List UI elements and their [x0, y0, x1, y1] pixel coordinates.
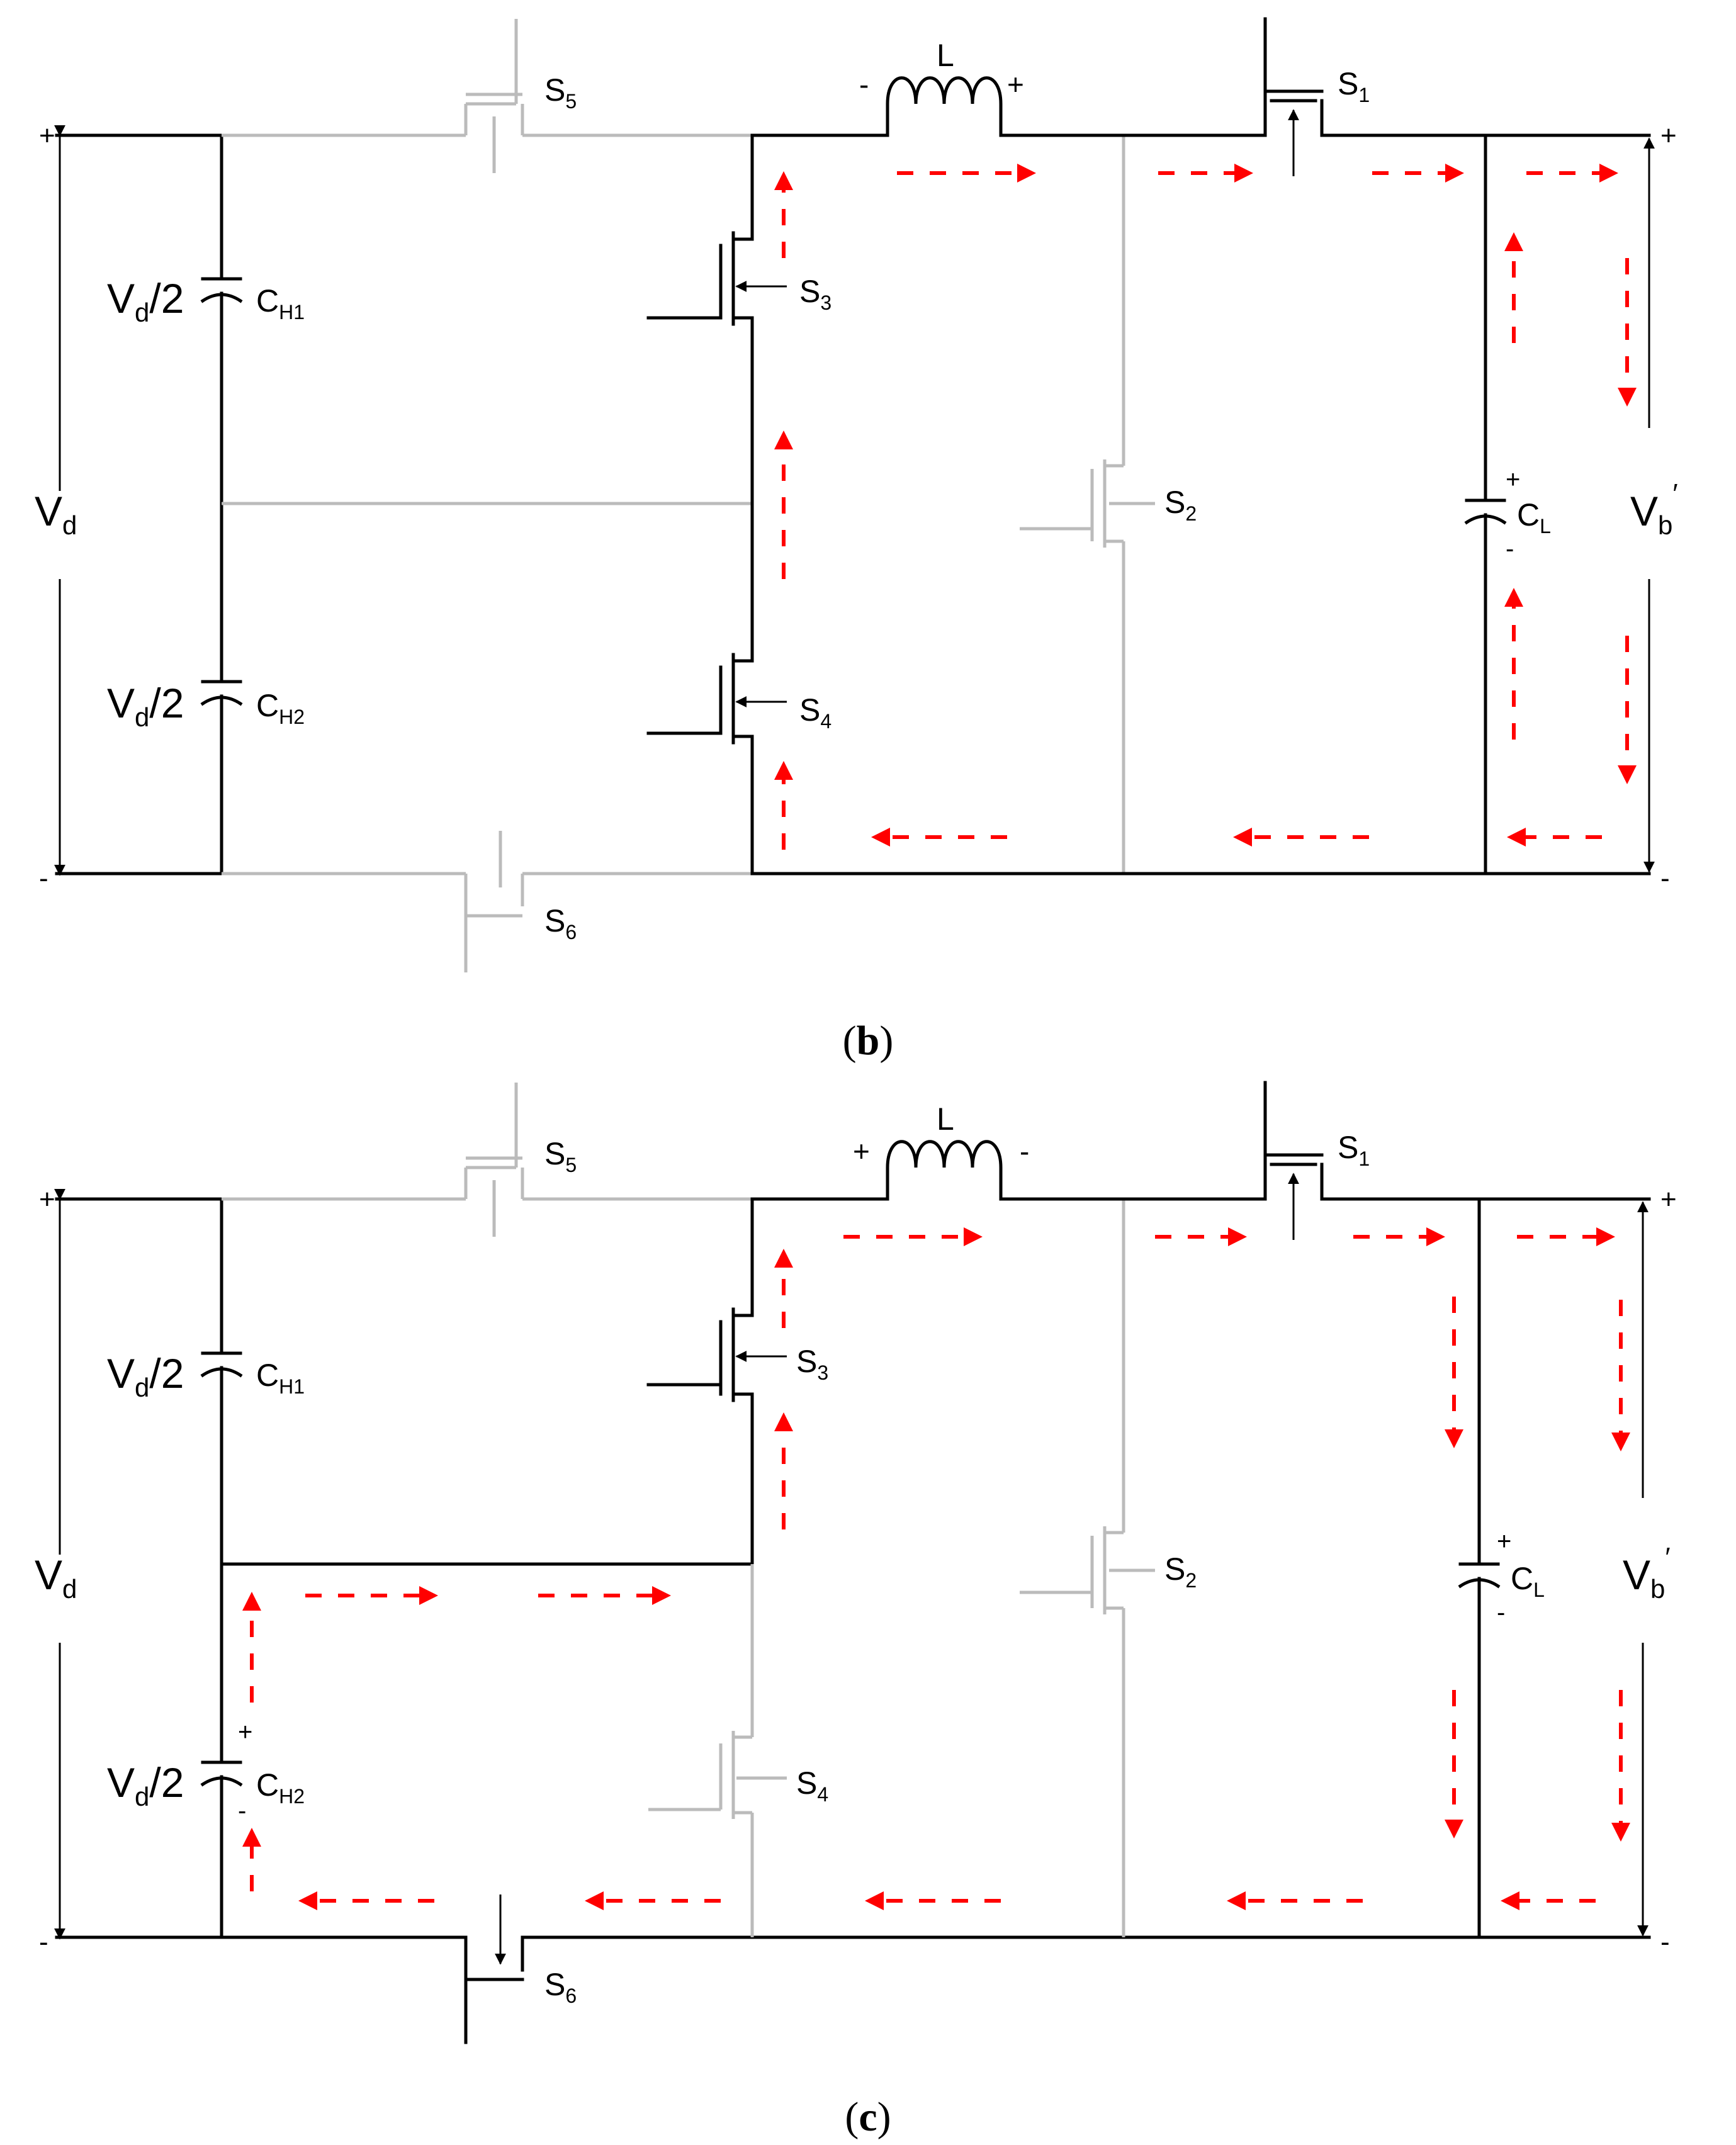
- output-plus: +: [1660, 120, 1677, 151]
- output-minus: -: [1660, 863, 1670, 894]
- vd-half-bot-label: Vd/2: [107, 1759, 184, 1811]
- inductor-label: L: [937, 38, 954, 73]
- cl-label: CL: [1511, 1561, 1545, 1601]
- cl-label: CL: [1517, 497, 1551, 538]
- s5-label: S5: [544, 72, 577, 113]
- s4-label: S4: [799, 692, 831, 733]
- ch2-minus: -: [238, 1797, 246, 1825]
- s3-label: S3: [796, 1344, 828, 1384]
- panel-c: + - Vd + - Vd/2 CH1 Vd/2 CH2 S5: [35, 1081, 1677, 2140]
- s2-switch: [1020, 459, 1155, 548]
- s1-label: S1: [1338, 1130, 1370, 1170]
- s1-label: S1: [1338, 66, 1370, 106]
- s5-label: S5: [544, 1136, 577, 1176]
- s5-switch: [464, 1083, 524, 1237]
- s5-switch: [464, 19, 524, 173]
- s2-label: S2: [1164, 1551, 1197, 1592]
- s2-switch: [1020, 1526, 1155, 1614]
- current-flow-b: [774, 164, 1637, 850]
- s6-switch: [464, 831, 524, 972]
- s1-switch: [1263, 1081, 1324, 1240]
- cl-minus: -: [1497, 1599, 1505, 1626]
- s4-switch: [646, 653, 787, 745]
- cl-plus: +: [1497, 1528, 1511, 1555]
- vb-label: Vb′: [1623, 1542, 1671, 1604]
- s4-switch: [648, 1731, 787, 1819]
- s3-label: S3: [799, 274, 831, 314]
- cl-plus: +: [1506, 466, 1520, 493]
- s3-switch: [646, 231, 787, 326]
- s3-switch: [646, 1307, 787, 1402]
- vd-half-top-label: Vd/2: [107, 275, 184, 327]
- input-plus: +: [39, 120, 55, 151]
- inductor-left-sign: +: [853, 1135, 870, 1168]
- input-minus: -: [39, 1927, 48, 1957]
- caption-b: (b): [843, 1018, 894, 1064]
- s4-label: S4: [796, 1765, 828, 1806]
- inductor-right-sign: +: [1007, 68, 1024, 101]
- current-flow-c: [242, 1227, 1630, 1910]
- s6-label: S6: [544, 1967, 577, 2007]
- ch2-label: CH2: [256, 688, 305, 728]
- ch2-plus: +: [238, 1718, 252, 1746]
- panel-b: + - Vd Vd/2 CH1 Vd/2 CH2 S5: [35, 17, 1678, 1064]
- ch2-label: CH2: [256, 1767, 305, 1808]
- inductor-label: L: [937, 1101, 954, 1137]
- ch1-label: CH1: [256, 283, 305, 324]
- vb-label: Vb′: [1630, 478, 1678, 540]
- input-minus: -: [39, 863, 48, 894]
- cl-minus: -: [1506, 535, 1514, 563]
- s2-label: S2: [1164, 485, 1197, 525]
- vd-label: Vd: [35, 488, 77, 540]
- inductor-right-sign: -: [1020, 1135, 1029, 1168]
- vd-label: Vd: [35, 1551, 77, 1604]
- output-plus: +: [1660, 1184, 1677, 1215]
- vd-half-top-label: Vd/2: [107, 1350, 184, 1402]
- inductor-coil: [886, 76, 1003, 137]
- s6-label: S6: [544, 903, 577, 943]
- vd-half-bot-label: Vd/2: [107, 680, 184, 732]
- s6-switch: [464, 1894, 524, 2044]
- caption-c: (c): [845, 2094, 891, 2140]
- inductor-left-sign: -: [859, 68, 869, 101]
- ch1-label: CH1: [256, 1358, 305, 1398]
- inductor-coil: [886, 1140, 1003, 1201]
- output-minus: -: [1660, 1927, 1670, 1957]
- input-plus: +: [39, 1184, 55, 1215]
- s1-switch: [1263, 17, 1324, 176]
